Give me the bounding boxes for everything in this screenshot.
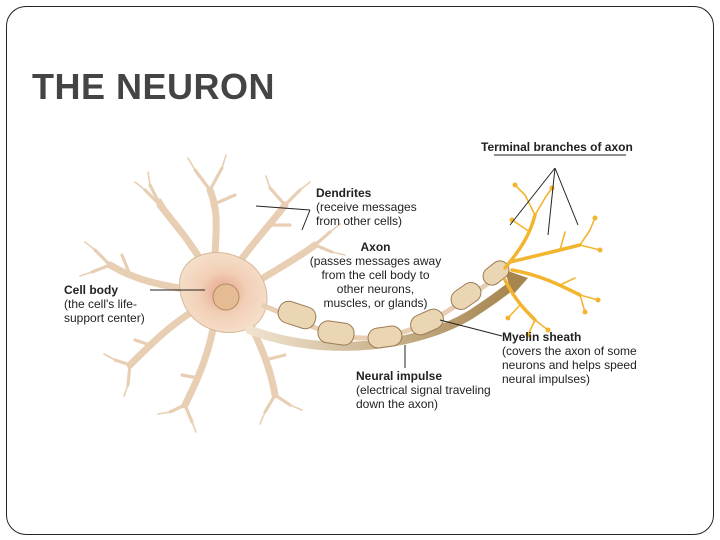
cell-body-desc-line: (the cell's life- [64,297,137,311]
label-axon: Axon (passes messages away from the cell… [303,240,448,310]
axon-title: Axon [360,240,391,254]
axon-desc-line: muscles, or glands) [323,296,428,310]
dendrites-desc-line: from other cells) [316,214,403,228]
myelin-desc-line: (covers the axon of some [502,344,637,358]
myelin-sheath [277,260,510,349]
cell-body-title: Cell body [64,283,119,297]
impulse-desc-line: (electrical signal traveling [356,383,491,397]
dendrites-title: Dendrites [316,186,372,200]
myelin-sheath-title: Myelin sheath [502,330,582,344]
pointer-lines [150,154,626,368]
axon-desc-line: from the cell body to [321,268,430,282]
axon-desc-line: (passes messages away [309,254,442,268]
terminal-branches-title: Terminal branches of axon [481,140,633,154]
dendrites-desc-line: (receive messages [316,200,417,214]
myelin-desc-line: neural impulses) [502,372,591,386]
myelin-desc-line: neurons and helps speed [502,358,637,372]
page-title: THE NEURON [32,66,276,107]
axon-desc-line: other neurons, [336,282,415,296]
label-neural-impulse: Neural impulse (electrical signal travel… [356,369,491,411]
terminal-branches [503,182,603,338]
label-myelin-sheath: Myelin sheath (covers the axon of some n… [502,330,637,386]
impulse-desc-line: down the axon) [356,397,439,411]
cell-body [179,252,268,333]
nucleus [212,283,240,311]
cell-body-desc-line: support center) [64,311,145,325]
label-terminal-branches: Terminal branches of axon [481,140,633,154]
label-cell-body: Cell body (the cell's life- support cent… [64,283,145,325]
label-dendrites: Dendrites (receive messages from other c… [316,186,417,228]
neural-impulse-title: Neural impulse [356,369,443,383]
impulse-arrow [245,280,517,351]
